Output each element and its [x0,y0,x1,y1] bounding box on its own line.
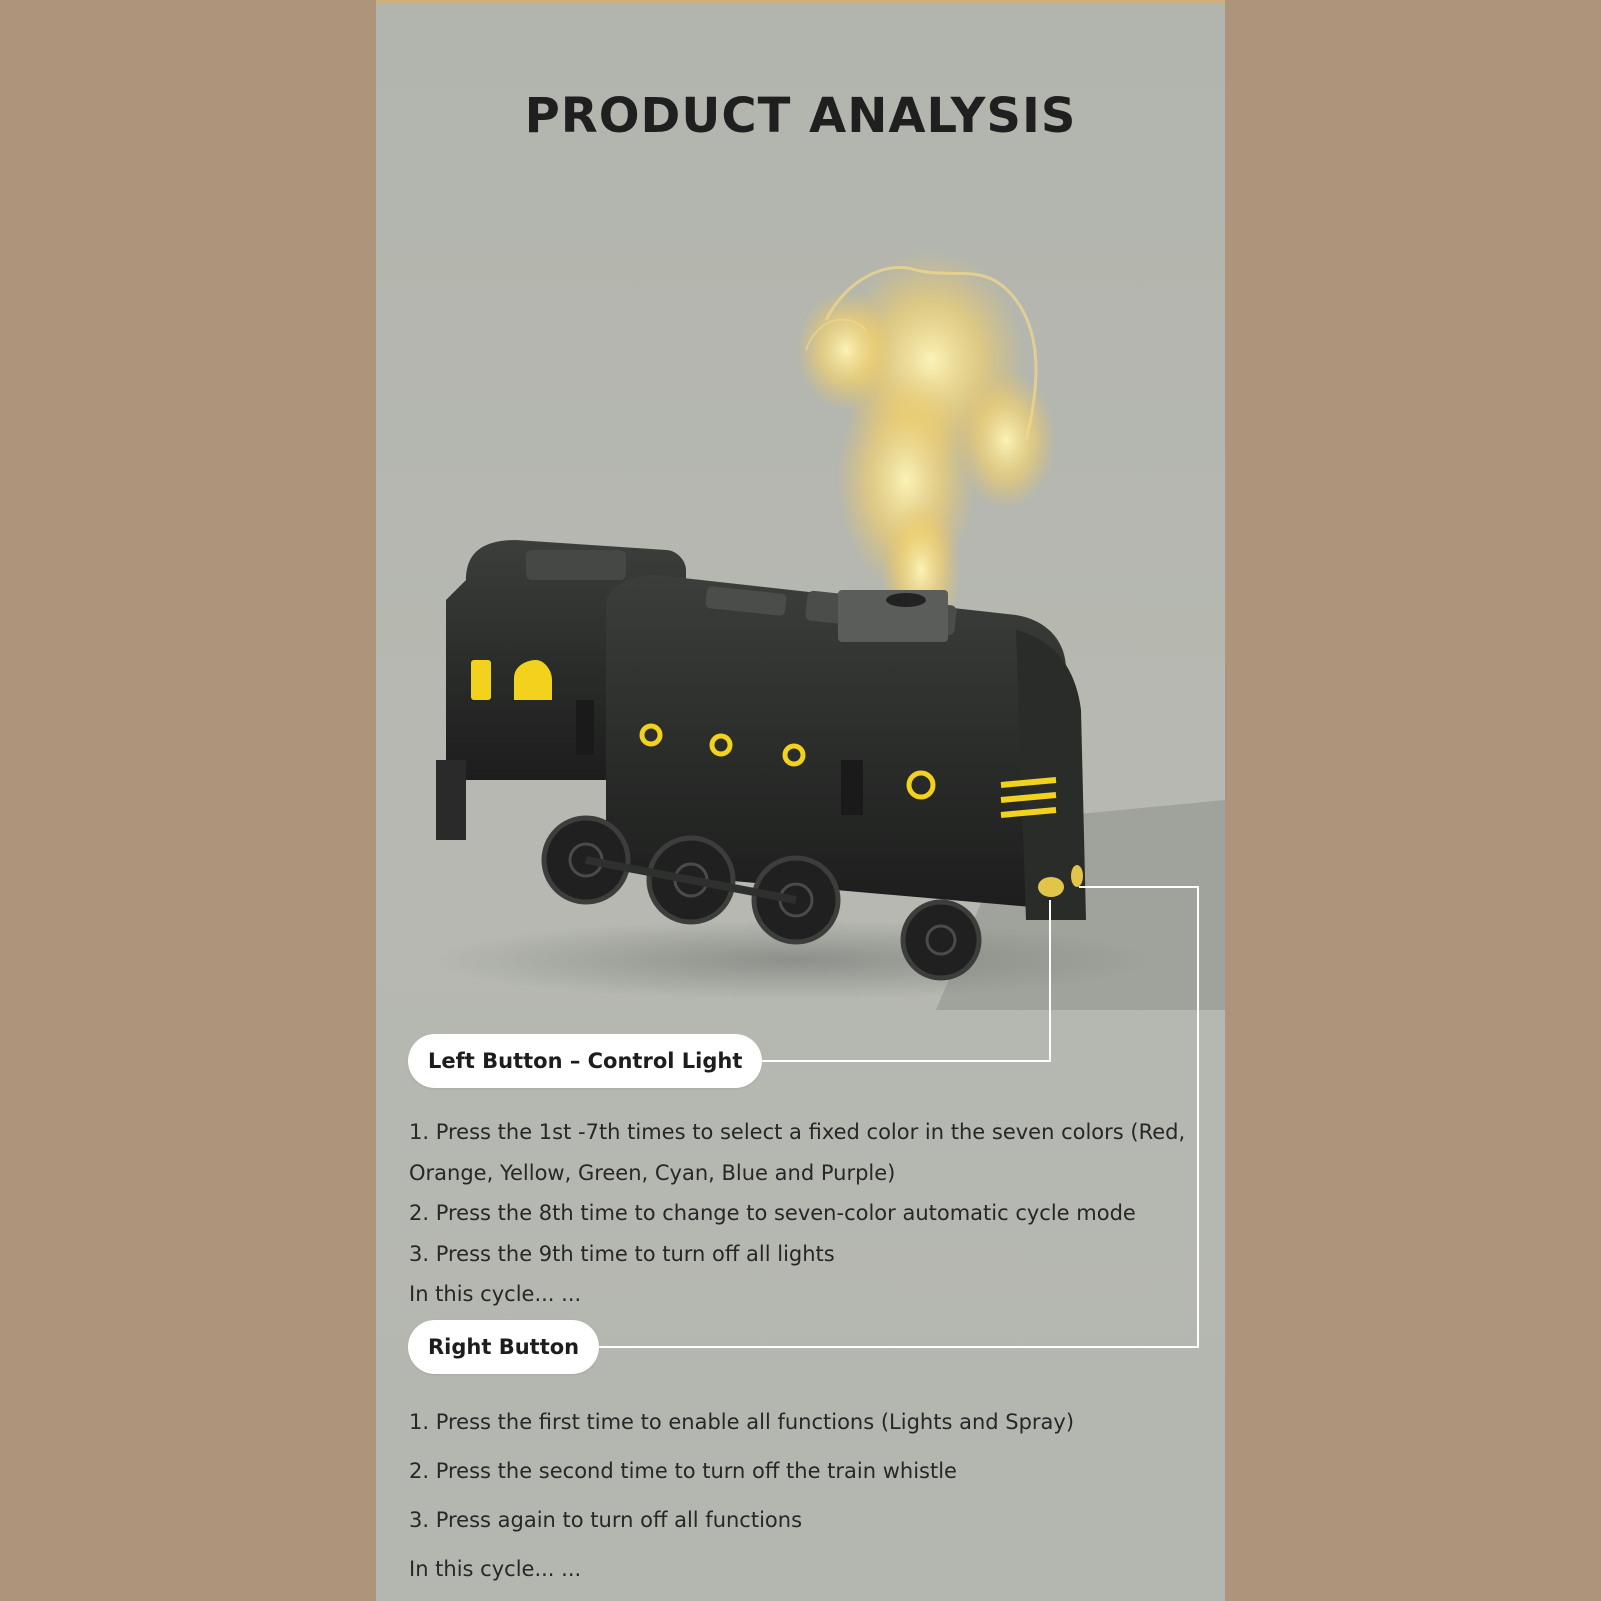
right-instruction-1: 1. Press the first time to enable all fu… [409,1410,1075,1434]
right-button-instructions: 1. Press the first time to enable all fu… [409,1398,1189,1594]
right-instruction-3: 3. Press again to turn off all functions [409,1508,803,1532]
top-border [376,0,1225,3]
page-title: PRODUCT ANALYSIS [524,88,1077,144]
left-instruction-2: 2. Press the 8th time to change to seven… [409,1201,1136,1225]
left-instruction-3: 3. Press the 9th time to turn off all li… [409,1241,835,1266]
left-button-instructions: 1. Press the 1st -7th times to select a … [409,1112,1189,1315]
train-body [436,540,1086,920]
left-button-label: Left Button – Control Light [408,1034,763,1088]
left-instruction-1: 1. Press the 1st -7th times to select a … [409,1120,1186,1185]
right-instruction-4: In this cycle... ... [409,1557,582,1581]
right-instruction-2: 2. Press the second time to turn off the… [409,1459,957,1483]
mist-plume [796,250,1056,640]
train-humidifier-image [436,250,1225,1010]
product-panel: PRODUCT ANALYSIS [376,0,1225,1601]
right-button-label: Right Button [408,1320,600,1374]
left-instruction-4: In this cycle... ... [409,1282,582,1306]
